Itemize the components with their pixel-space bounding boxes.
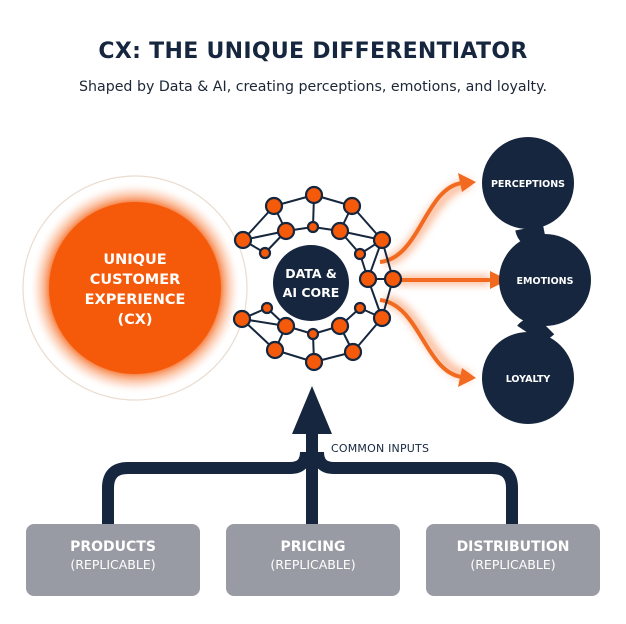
output-arrows — [379, 173, 508, 387]
network-node — [372, 308, 392, 328]
network-node — [353, 247, 367, 261]
network-node — [383, 269, 403, 289]
network-node — [276, 221, 296, 241]
input-box-pricing: PRICING (REPLICABLE) — [226, 524, 400, 596]
network-node — [304, 185, 324, 205]
network-node — [306, 327, 320, 341]
diagram-subtitle: Shaped by Data & AI, creating perception… — [79, 79, 547, 95]
network-node — [330, 221, 350, 241]
cx-core-fill — [49, 202, 221, 374]
outcome-perceptions — [482, 137, 574, 229]
input-label: PRODUCTS — [70, 539, 156, 555]
outcome-emotions — [499, 234, 591, 326]
network-node — [306, 220, 320, 234]
loyalty-label: LOYALTY — [506, 374, 551, 385]
arrow-to-perceptions — [379, 181, 463, 264]
network-node — [258, 246, 272, 260]
network-node — [342, 196, 362, 216]
inputs-arrowhead-up — [292, 386, 332, 434]
core-circle — [273, 245, 349, 321]
network-node — [264, 196, 284, 216]
arrow-to-loyalty — [379, 298, 463, 379]
cx-line-2: CUSTOMER — [90, 272, 181, 288]
input-note: (REPLICABLE) — [470, 557, 556, 572]
cx-line-1: UNIQUE — [103, 252, 166, 268]
network-node — [372, 230, 392, 250]
network-node — [304, 352, 324, 372]
network-node — [276, 316, 296, 336]
network-node — [232, 309, 252, 329]
input-note: (REPLICABLE) — [70, 557, 156, 572]
cx-circle: UNIQUE CUSTOMER EXPERIENCE (CX) — [22, 175, 248, 401]
data-ai-network — [232, 185, 403, 372]
network-node — [265, 340, 285, 360]
connector-right — [312, 451, 518, 524]
input-box-products: PRODUCTS (REPLICABLE) — [26, 524, 200, 596]
network-node — [358, 269, 378, 289]
input-label: PRICING — [280, 539, 346, 555]
emotions-label: EMOTIONS — [517, 276, 574, 287]
core-line-1: DATA & — [285, 266, 337, 281]
data-ai-core: DATA & AI CORE — [273, 245, 349, 321]
inputs-connector — [102, 430, 518, 524]
connector-left — [102, 451, 312, 524]
input-box-distribution: DISTRIBUTION (REPLICABLE) — [426, 524, 600, 596]
outcome-loyalty — [482, 332, 574, 424]
core-line-2: AI CORE — [283, 285, 340, 300]
perceptions-label: PERCEPTIONS — [491, 179, 565, 190]
cx-line-3: EXPERIENCE — [85, 292, 186, 308]
cx-line-4: (CX) — [117, 312, 152, 328]
network-node — [353, 301, 367, 315]
network-node — [343, 342, 363, 362]
input-label: DISTRIBUTION — [456, 539, 570, 555]
common-inputs-label: COMMON INPUTS — [331, 442, 430, 455]
arrowhead-loyalty — [458, 368, 476, 387]
diagram-title: CX: THE UNIQUE DIFFERENTIATOR — [98, 39, 528, 64]
outcome-chain: PERCEPTIONS EMOTIONS LOYALTY — [482, 137, 591, 424]
network-node — [330, 316, 350, 336]
input-note: (REPLICABLE) — [270, 557, 356, 572]
cx-outer-ring — [22, 175, 248, 401]
network-node — [260, 301, 274, 315]
network-node — [233, 230, 253, 250]
arrowhead-perceptions — [458, 173, 476, 192]
